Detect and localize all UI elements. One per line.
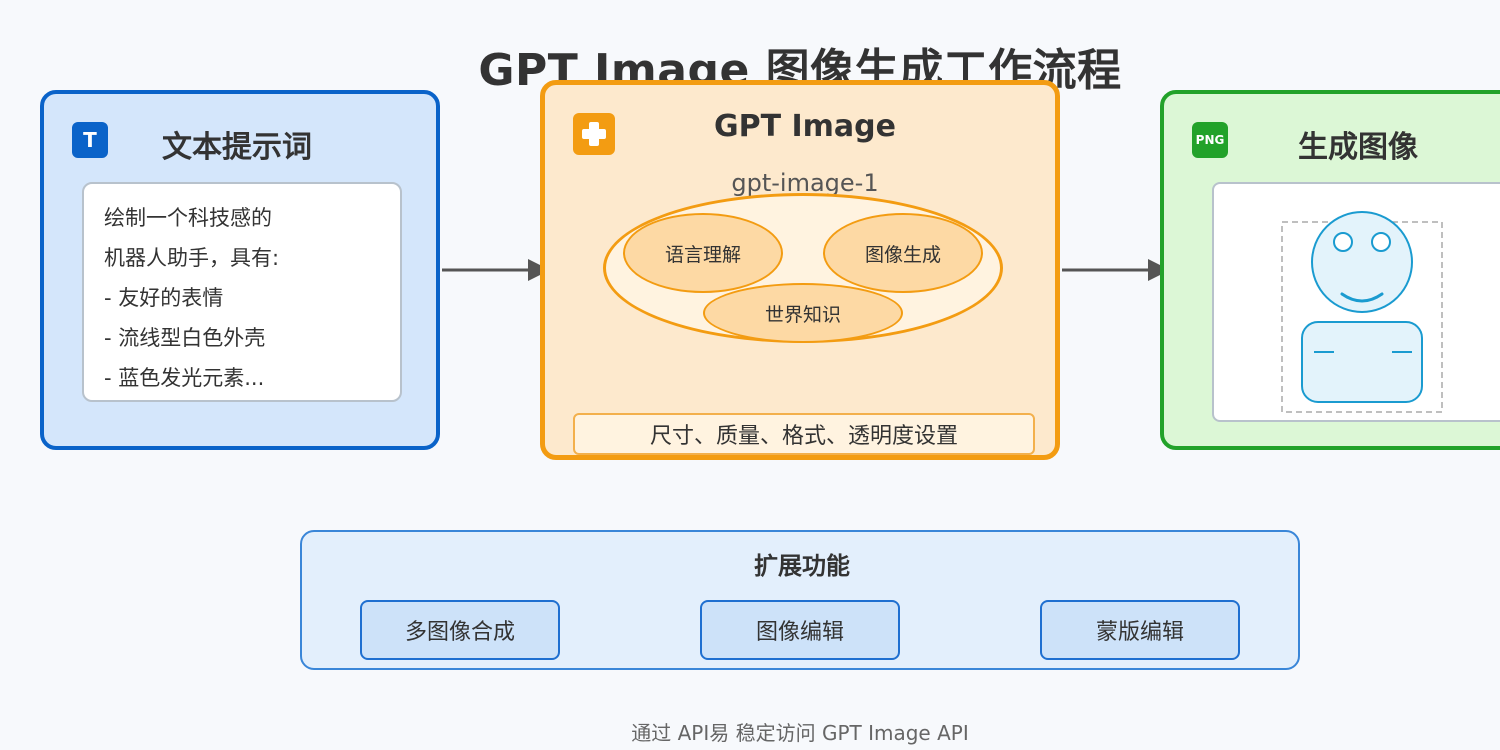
plus-icon [573,113,615,155]
input-panel-title: 文本提示词 [162,130,312,165]
generated-image-frame [1212,182,1500,422]
input-panel: T 文本提示词 绘制一个科技感的 机器人助手，具有: - 友好的表情 - 流线型… [40,90,440,450]
capability-language: 语言理解 [623,213,783,293]
prompt-line: - 友好的表情 [104,286,224,310]
extension-multi-image-button[interactable]: 多图像合成 [360,600,560,660]
output-panel: PNG 生成图像 [1160,90,1500,450]
png-icon: PNG [1192,122,1228,158]
arrow-right-icon [442,259,550,281]
robot-illustration [1281,211,1443,413]
settings-bar: 尺寸、质量、格式、透明度设置 [573,413,1035,455]
robot-body [1301,321,1423,403]
capability-image-generation: 图像生成 [823,213,983,293]
extension-mask-edit-button[interactable]: 蒙版编辑 [1040,600,1240,660]
footer-note: 通过 API易 稳定访问 GPT Image API [631,721,969,745]
robot-smile [1340,292,1384,303]
extension-image-edit-button[interactable]: 图像编辑 [700,600,900,660]
prompt-line: - 流线型白色外壳 [104,326,266,350]
robot-eye-left [1333,232,1353,252]
prompt-line: - 蓝色发光元素... [104,366,265,390]
extensions-title: 扩展功能 [754,552,850,580]
prompt-line: 机器人助手，具有: [104,246,280,270]
prompt-text-box: 绘制一个科技感的 机器人助手，具有: - 友好的表情 - 流线型白色外壳 - 蓝… [82,182,402,402]
model-panel: GPT Image gpt-image-1 语言理解 图像生成 世界知识 尺寸、… [540,80,1060,460]
robot-eye-right [1371,232,1391,252]
text-icon: T [72,122,108,158]
robot-head [1311,211,1413,313]
capability-world-knowledge: 世界知识 [703,283,903,343]
prompt-line: 绘制一个科技感的 [104,206,272,230]
model-panel-title: GPT Image [713,109,896,144]
output-panel-title: 生成图像 [1298,130,1418,165]
extensions-panel: 扩展功能 多图像合成 图像编辑 蒙版编辑 [300,530,1300,670]
arrow-right-icon [1062,259,1170,281]
